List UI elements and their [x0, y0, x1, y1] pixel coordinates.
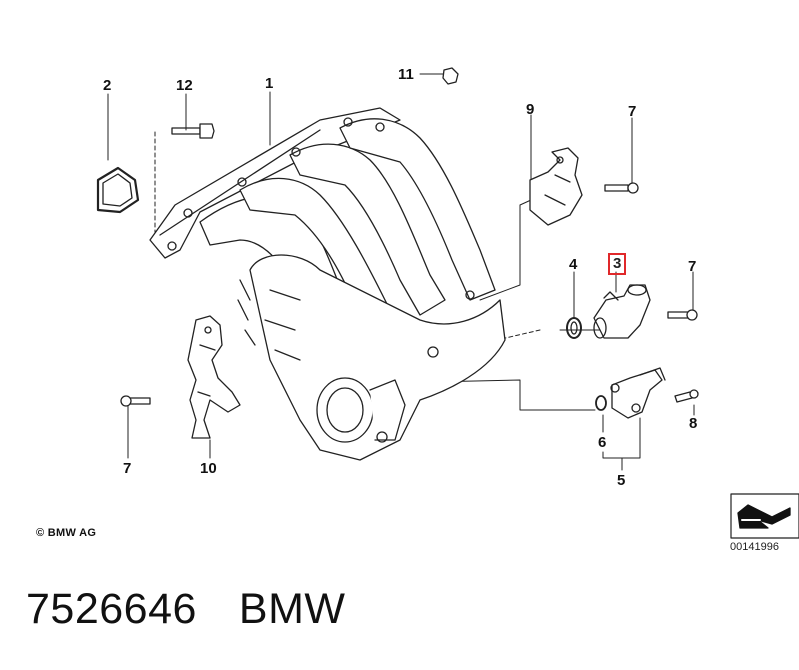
brand-name: BMW — [238, 585, 346, 633]
document-badge — [730, 493, 799, 539]
o-ring-4 — [566, 317, 582, 339]
screw-7-left — [120, 395, 151, 407]
callout-2[interactable]: 2 — [103, 77, 112, 94]
screw-8 — [674, 389, 699, 403]
screw-7-top — [604, 182, 639, 194]
sensor-5 — [610, 367, 666, 419]
callout-7-top[interactable]: 7 — [628, 103, 637, 120]
document-number: 00141996 — [730, 541, 779, 553]
callout-3-highlighted[interactable]: 3 — [608, 253, 627, 275]
callout-1[interactable]: 1 — [265, 75, 274, 92]
callout-9[interactable]: 9 — [526, 101, 535, 118]
gasket — [96, 166, 140, 214]
callout-11[interactable]: 11 — [398, 66, 414, 83]
parts-diagram-drawing — [96, 67, 799, 539]
callout-6[interactable]: 6 — [598, 434, 607, 451]
callout-5[interactable]: 5 — [617, 472, 626, 489]
callout-4[interactable]: 4 — [569, 256, 578, 273]
parts-diagram: 1 2 12 11 9 7 4 3 7 8 6 5 7 10 © BMW AG … — [36, 66, 799, 553]
bolt-12 — [171, 123, 215, 139]
part-number: 7526646 — [26, 585, 197, 633]
callout-7-right[interactable]: 7 — [688, 258, 697, 275]
screw-7-right — [667, 309, 698, 321]
bracket-10 — [187, 315, 241, 439]
copyright-notice: © BMW AG — [36, 527, 97, 539]
callout-7-left[interactable]: 7 — [123, 460, 132, 477]
nut-11 — [442, 67, 459, 85]
part-footer: 7526646 BMW — [26, 585, 346, 634]
intake-manifold — [149, 107, 506, 461]
bracket-9 — [529, 147, 583, 226]
callout-12[interactable]: 12 — [176, 77, 193, 94]
o-ring-6 — [595, 395, 607, 411]
callout-8[interactable]: 8 — [689, 415, 698, 432]
coolant-fitting-3 — [593, 284, 651, 339]
callout-10[interactable]: 10 — [200, 460, 217, 477]
